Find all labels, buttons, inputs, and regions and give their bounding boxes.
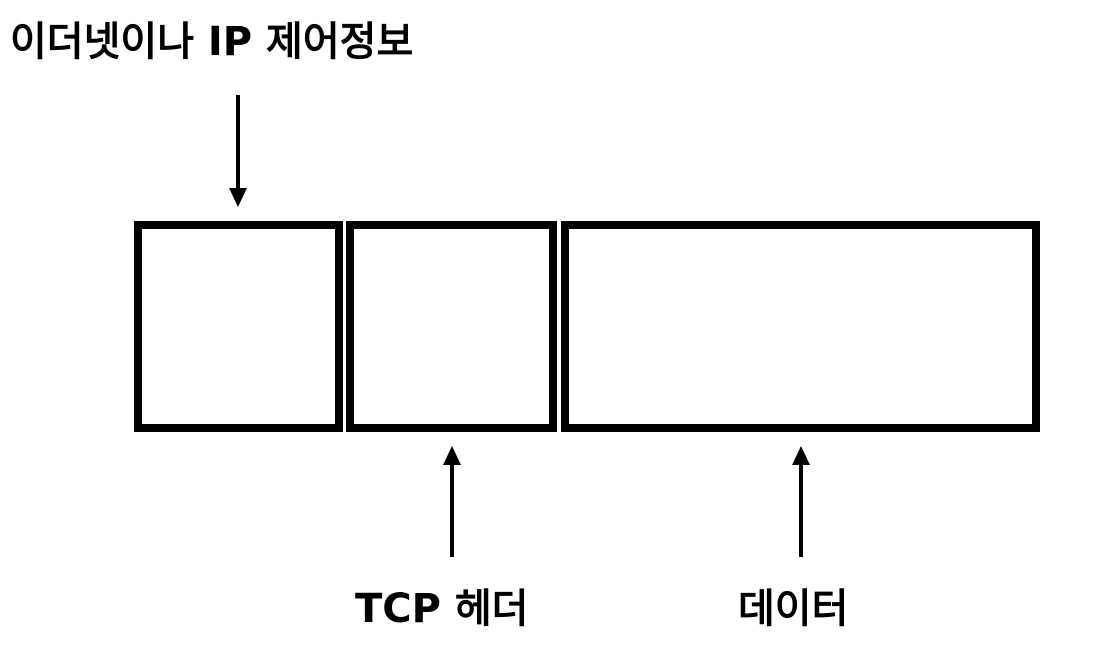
data-box [561,221,1040,432]
arrow-down-to-control-box [229,95,247,207]
tcp-header-label: TCP 헤더 [355,586,529,632]
data-label: 데이터 [738,586,849,632]
ethernet-ip-control-box [134,221,343,432]
arrow-up-to-tcp-box [443,446,461,557]
tcp-header-box [346,221,557,432]
ethernet-ip-control-label: 이더넷이나 IP 제어정보 [10,19,414,65]
arrow-up-to-data-box [792,446,810,557]
